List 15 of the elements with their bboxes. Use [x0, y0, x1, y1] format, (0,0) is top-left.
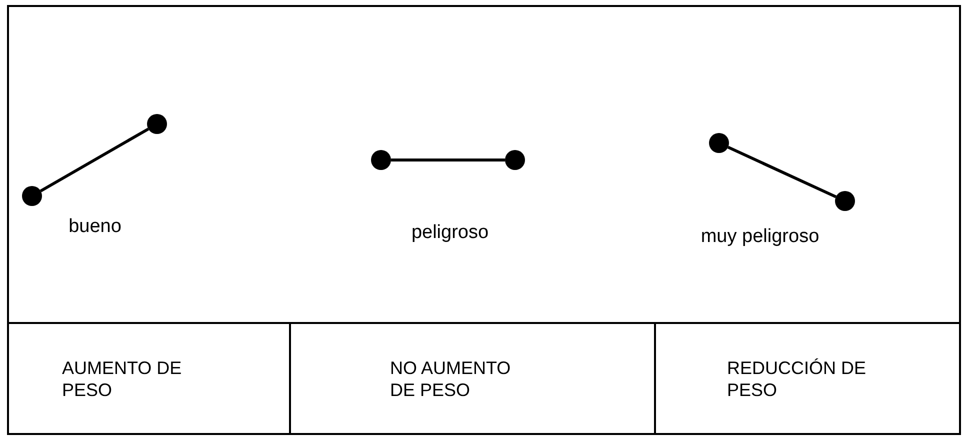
- dot-marker: [835, 191, 855, 211]
- dot-marker: [709, 133, 729, 153]
- line-caption: bueno: [68, 216, 122, 238]
- dot-marker: [22, 186, 42, 206]
- dot-marker: [505, 150, 525, 170]
- cell-text: NO AUMENTO DE PESO: [390, 357, 512, 401]
- dot-marker: [371, 150, 391, 170]
- line-caption: peligroso: [411, 222, 489, 244]
- connector-line: [727, 146, 837, 198]
- connector-line: [391, 158, 505, 162]
- cell-text: AUMENTO DE PESO: [62, 357, 183, 401]
- cell-text: REDUCCIÓN DE PESO: [727, 357, 868, 401]
- line-caption: muy peligroso: [700, 226, 820, 248]
- dot-marker: [147, 114, 167, 134]
- connector-line: [40, 128, 150, 192]
